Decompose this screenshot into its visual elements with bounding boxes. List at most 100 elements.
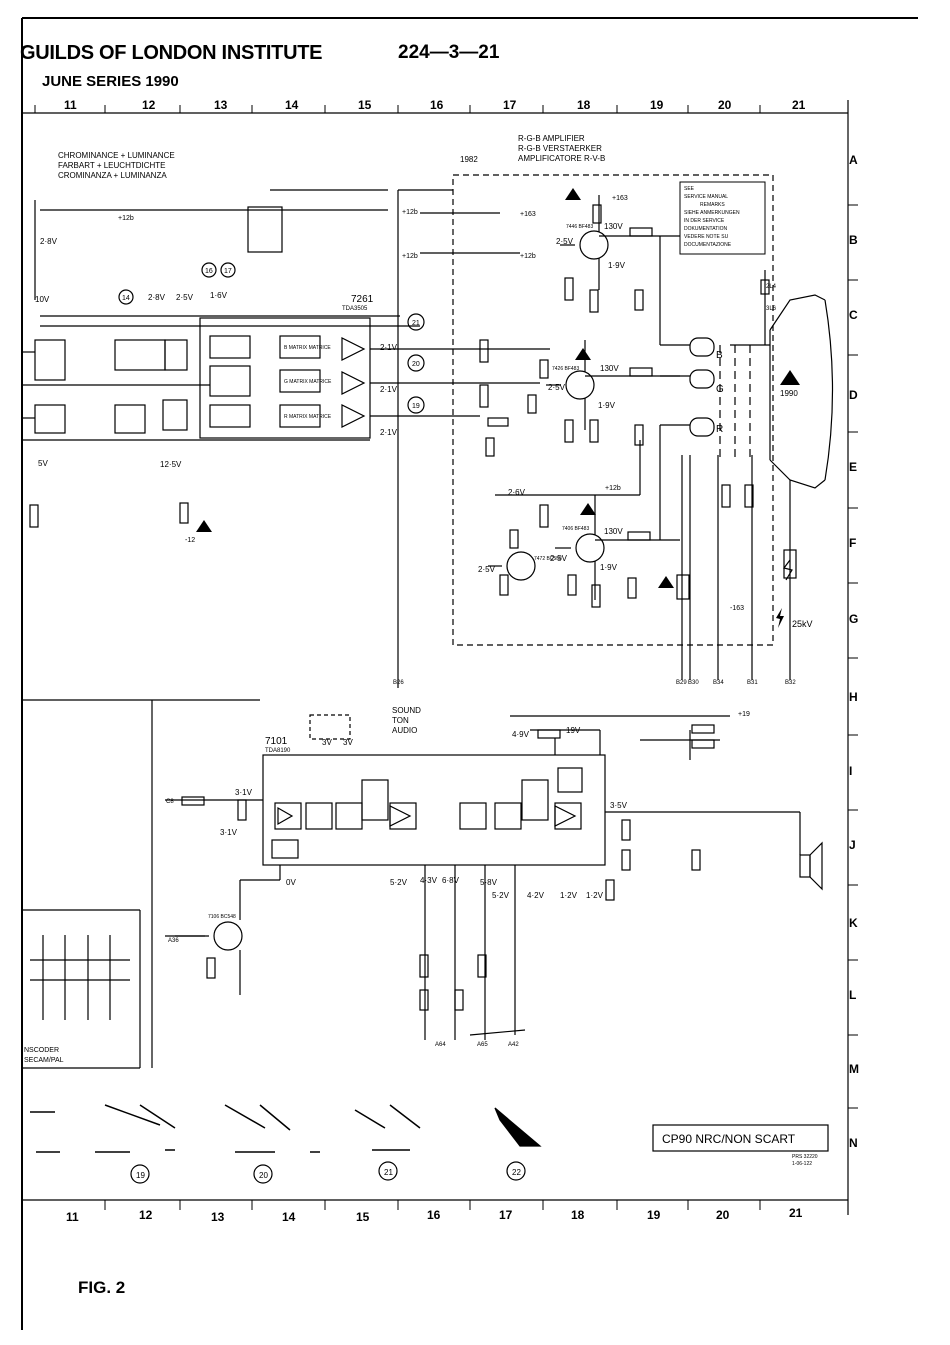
matrix-b-label: B MATRIX MATRICE: [284, 345, 331, 351]
model-ref-line-1: PRS 32220: [792, 1154, 818, 1160]
voltage-label: 130V: [604, 527, 623, 536]
transistor-7472: 7472 BC558: [534, 556, 562, 562]
supply-label: -163: [730, 605, 744, 612]
col-12-top: 12: [142, 98, 156, 112]
connector-label: A36: [168, 938, 179, 944]
voltage-label: 2·1V: [380, 428, 398, 437]
supply-label: +12b: [520, 253, 536, 260]
col-16-bottom: 16: [427, 1208, 441, 1222]
voltage-label: 4·2V: [527, 891, 545, 900]
connector-label: 2L4: [766, 284, 777, 290]
transcoder-line-1: NSCODER: [24, 1047, 59, 1054]
circle-20: 20: [412, 361, 420, 368]
rgb-title-line-1: R-G-B AMPLIFIER: [518, 134, 585, 143]
voltage-label: 1·6V: [210, 291, 228, 300]
col-17-bottom: 17: [499, 1208, 513, 1222]
col-13-top: 13: [214, 98, 228, 112]
row-d: D: [849, 388, 858, 402]
row-f: F: [849, 536, 857, 550]
transistor-7106: 7106 BC548: [208, 914, 236, 920]
row-c: C: [849, 308, 858, 322]
service-note: SEE SERVICE MANUAL REMARKS SIEHE ANMERKU…: [684, 186, 740, 248]
col-20-top: 20: [718, 98, 732, 112]
voltage-label: 1·2V: [560, 891, 578, 900]
voltage-label: 2·1V: [380, 343, 398, 352]
connector-label: B30: [688, 680, 699, 686]
crt-gun-g: G: [716, 384, 724, 395]
voltage-label: 1·9V: [598, 401, 616, 410]
row-e: E: [849, 460, 858, 474]
supply-label: +12b: [402, 253, 418, 260]
connector-label: B26: [393, 680, 404, 686]
col-18-bottom: 18: [571, 1208, 585, 1222]
sound-title-line-2: TON: [392, 716, 409, 725]
ic-7261-number: 7261: [351, 294, 374, 305]
service-line-3: REMARKS: [700, 202, 725, 208]
voltage-labels: 2·1V2·1V2·1V130V130V130V1·9V1·9V1·9V2·5V…: [35, 222, 628, 900]
voltage-label: 5·8V: [480, 878, 498, 887]
voltage-label: 5·2V: [390, 878, 408, 887]
voltage-label: 130V: [600, 364, 619, 373]
ic-7101-type: TDA8190: [265, 748, 291, 754]
voltage-label: 3V: [343, 738, 353, 747]
matrix-g-label: G MATRIX MATRICE: [284, 379, 332, 385]
col-11-top: 11: [64, 98, 77, 112]
connector-label: B31: [747, 680, 758, 686]
connector-label: A65: [477, 1042, 488, 1048]
supply-label: +19: [738, 711, 750, 718]
row-b: B: [849, 233, 858, 247]
row-m: M: [849, 1062, 859, 1076]
circle-14: 14: [122, 295, 130, 302]
row-n: N: [849, 1136, 858, 1150]
voltage-label: 4·9V: [512, 730, 530, 739]
crt-gun-r: R: [716, 424, 723, 435]
model-box-label: CP90 NRC/NON SCART: [662, 1132, 796, 1146]
chroma-title-line-1: CHROMINANCE + LUMINANCE: [58, 151, 175, 160]
col-16-top: 16: [430, 98, 444, 112]
row-k: K: [849, 916, 858, 930]
voltage-label: 3·1V: [235, 788, 253, 797]
chroma-title-line-2: FARBART + LEUCHTDICHTE: [58, 161, 166, 170]
voltage-label: 3V: [322, 738, 332, 747]
col-18-top: 18: [577, 98, 591, 112]
connector-label: B34: [713, 680, 724, 686]
row-a: A: [849, 153, 858, 167]
connector-label: C8: [166, 799, 174, 805]
voltage-label: 3·1V: [220, 828, 238, 837]
col-15-bottom: 15: [356, 1210, 370, 1224]
crt-gun-b: B: [716, 350, 723, 361]
row-l: L: [849, 988, 857, 1002]
transistor-7426: 7426 BF483: [552, 366, 579, 372]
rgb-title-line-2: R-G-B VERSTAERKER: [518, 144, 602, 153]
col-13-bottom: 13: [211, 1210, 225, 1224]
connector-label: A64: [435, 1042, 446, 1048]
voltage-label: 3·5V: [610, 801, 628, 810]
col-21-top: 21: [792, 98, 806, 112]
voltage-label: 2·5V: [478, 565, 496, 574]
service-line-5: IN DER SERVICE: [684, 218, 725, 224]
service-line-4: SIEHE ANMERKUNGEN: [684, 210, 740, 216]
waveform-22-number: 22: [512, 1168, 521, 1177]
model-ref-line-2: 1-06-122: [792, 1161, 812, 1167]
col-20-bottom: 20: [716, 1208, 730, 1222]
voltage-label: 2·5V: [548, 383, 566, 392]
supply-label: -12: [185, 537, 195, 544]
connector-label: A42: [508, 1042, 519, 1048]
col-12-bottom: 12: [139, 1208, 153, 1222]
col-19-top: 19: [650, 98, 664, 112]
voltage-label: 130V: [604, 222, 623, 231]
supply-label: +12b: [605, 485, 621, 492]
hv-label: 25kV: [792, 619, 813, 629]
voltage-label: 2·1V: [380, 385, 398, 394]
circle-19: 19: [412, 403, 420, 410]
sound-title-line-3: AUDIO: [392, 726, 417, 735]
supply-label: +12b: [118, 215, 134, 222]
supply-label: +163: [612, 195, 628, 202]
col-11-bottom: 11: [66, 1210, 79, 1224]
chroma-title-line-3: CROMINANZA + LUMINANZA: [58, 171, 167, 180]
col-14-bottom: 14: [282, 1210, 296, 1224]
voltage-label: 1·9V: [600, 563, 618, 572]
voltage-label: 2·5V: [556, 237, 574, 246]
service-line-6: DOKUMENTATION: [684, 226, 728, 232]
